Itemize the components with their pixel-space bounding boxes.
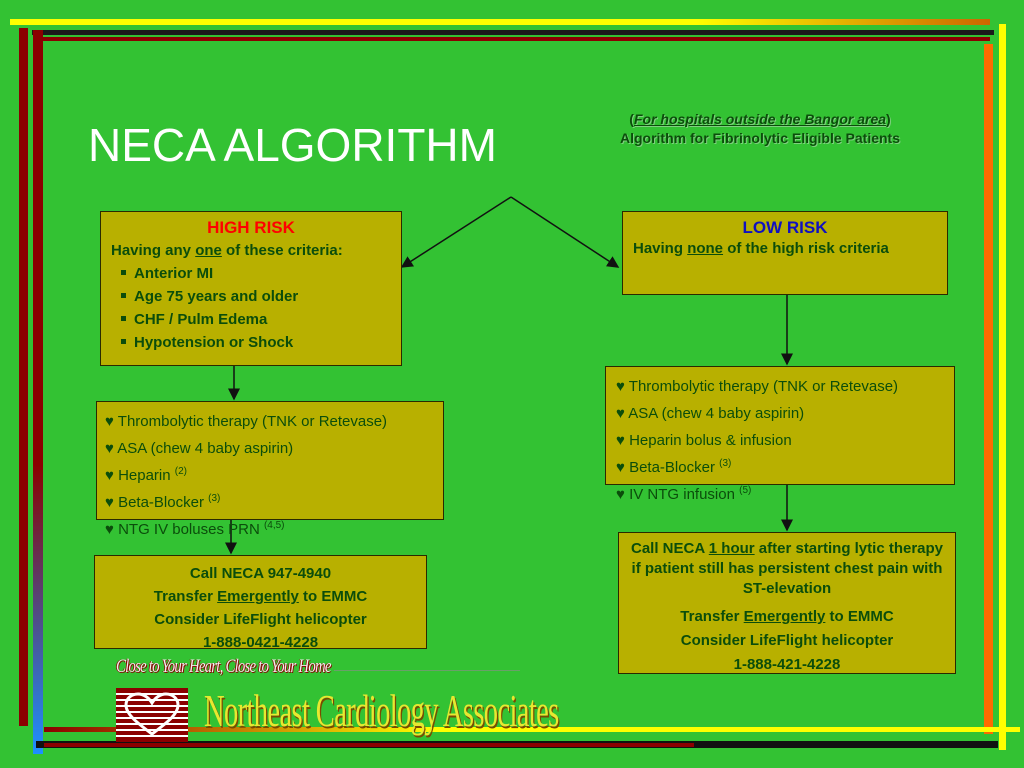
- page-title: NECA ALGORITHM: [88, 119, 497, 171]
- frame-bar-right-orange: [984, 44, 993, 734]
- frame-bar-left-blue: [33, 30, 43, 754]
- high-treatment-box: ♥ Thrombolytic therapy (TNK or Retevase)…: [96, 401, 444, 538]
- frame-bar-top-dark: [32, 30, 994, 35]
- high-risk-heading: HIGH RISK: [207, 218, 295, 237]
- high-risk-item: Hypotension or Shock: [111, 334, 391, 351]
- high-action-call: Call NECA 947-4940: [189, 565, 332, 582]
- low-action-box: Call NECA 1 hour after starting lytic th…: [618, 532, 956, 674]
- low-action-phone: 1-888-421-4228: [733, 656, 841, 673]
- subtitle-paren-close: ): [886, 111, 891, 127]
- low-action-transfer: Transfer Emergently to EMMC: [680, 608, 894, 625]
- high-action-box: Call NECA 947-4940 Transfer Emergently t…: [94, 555, 427, 651]
- high-risk-item: Anterior MI: [111, 265, 391, 282]
- low-treatment-box: ♥ Thrombolytic therapy (TNK or Retevase)…: [605, 366, 955, 503]
- footer-brand: Northeast Cardiology Associates: [204, 685, 559, 736]
- high-risk-item: CHF / Pulm Edema: [111, 311, 391, 328]
- high-action-transfer: Transfer Emergently to EMMC: [153, 588, 368, 605]
- heart-logo-icon: [116, 688, 188, 742]
- high-action-phone: 1-888-0421-4228: [202, 634, 319, 651]
- high-risk-criteria: Having any one of these criteria:: [111, 242, 343, 259]
- high-treatment-item: ♥ Beta-Blocker (3): [105, 493, 221, 511]
- frame-bar-bottom-red: [44, 743, 694, 747]
- low-risk-box: LOW RISK Having none of the high risk cr…: [622, 211, 948, 295]
- high-treatment-item: ♥ Heparin (2): [105, 466, 188, 484]
- subtitle-note: For hospitals outside the Bangor area: [633, 111, 887, 127]
- low-action-call: Call NECA 1 hour after starting lytic th…: [630, 540, 944, 597]
- low-risk-heading: LOW RISK: [742, 218, 828, 237]
- footer-tagline-rule: [334, 670, 520, 671]
- low-action-lifeflight: Consider LifeFlight helicopter: [680, 632, 894, 649]
- subtitle-line2: Algorithm for Fibrinolytic Eligible Pati…: [619, 130, 901, 146]
- high-risk-item: Age 75 years and older: [111, 288, 391, 305]
- footer-tagline: Close to Your Heart, Close to Your Home: [116, 656, 331, 677]
- low-treatment-item: ♥ IV NTG infusion (5): [616, 485, 752, 503]
- arrow-to-low-risk: [510, 196, 620, 268]
- subtitle-paren-open: (: [629, 111, 634, 127]
- arrow-to-high-risk: [400, 196, 512, 268]
- low-treatment-item: ♥ ASA (chew 4 baby aspirin): [616, 405, 805, 422]
- frame-bar-top-yellow: [10, 19, 990, 25]
- high-treatment-item: ♥ NTG IV boluses PRN (4,5): [105, 520, 285, 538]
- low-risk-criteria: Having none of the high risk criteria: [633, 240, 889, 257]
- low-treatment-item: ♥ Beta-Blocker (3): [616, 458, 732, 476]
- high-risk-box: HIGH RISK Having any one of these criter…: [100, 211, 402, 366]
- high-treatment-item: ♥ ASA (chew 4 baby aspirin): [105, 440, 294, 457]
- high-treatment-item: ♥ Thrombolytic therapy (TNK or Retevase): [105, 413, 388, 430]
- subtitle: (For hospitals outside the Bangor area) …: [560, 110, 960, 148]
- high-action-lifeflight: Consider LifeFlight helicopter: [154, 611, 367, 628]
- frame-bar-right-yellow: [999, 24, 1006, 750]
- low-treatment-item: ♥ Heparin bolus & infusion: [616, 432, 792, 449]
- low-treatment-item: ♥ Thrombolytic therapy (TNK or Retevase): [616, 378, 899, 395]
- frame-bar-bottom-yellow: [44, 727, 1020, 732]
- frame-bar-top-red: [40, 37, 990, 41]
- frame-bar-left-red: [19, 28, 28, 726]
